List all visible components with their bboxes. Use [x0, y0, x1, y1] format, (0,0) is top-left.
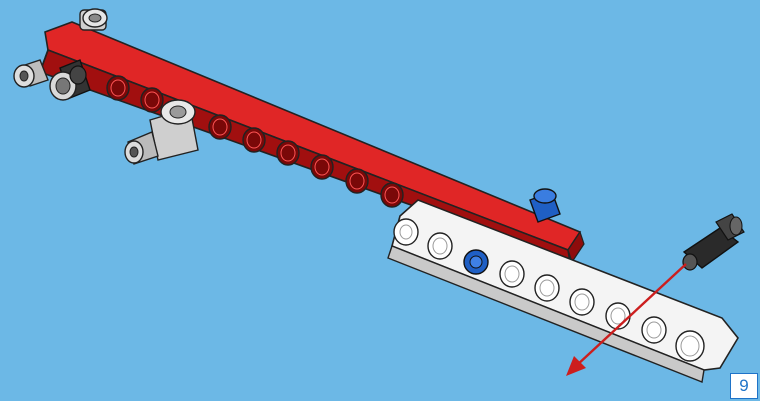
step-number-badge: 9 [730, 373, 758, 399]
red-beam [40, 22, 584, 262]
grey-pin-top [80, 9, 107, 30]
black-pin-right [683, 214, 744, 270]
step-number: 9 [739, 376, 748, 396]
grey-connector [125, 100, 198, 164]
